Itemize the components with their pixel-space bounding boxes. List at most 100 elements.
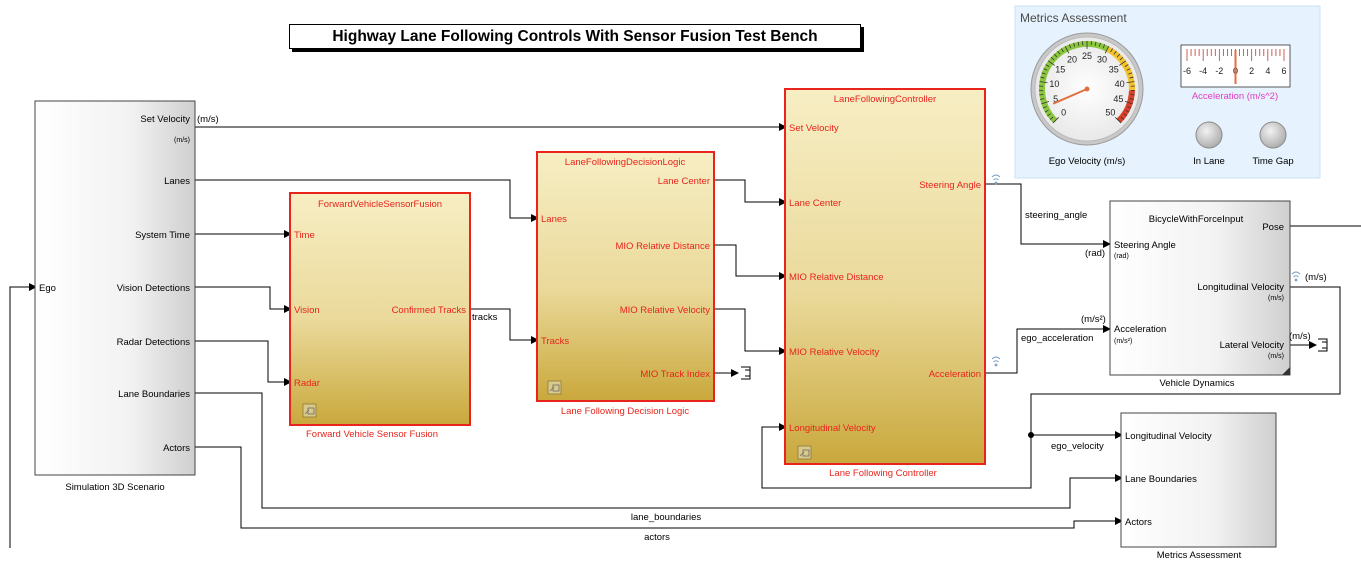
gauge-tick-label: 15 xyxy=(1055,65,1065,75)
gauge-tick xyxy=(1115,117,1122,124)
gauge-tick xyxy=(1123,113,1127,117)
acceleration-gauge[interactable]: -6-4-20246 xyxy=(1180,44,1291,88)
dashboard-title: Metrics Assessment xyxy=(1020,11,1127,25)
controller-block[interactable] xyxy=(784,88,986,465)
gauge-tick xyxy=(1119,56,1124,61)
in-lane-label: In Lane xyxy=(1193,156,1225,167)
wire-acceleration xyxy=(985,328,1104,374)
time-gap-lamp[interactable] xyxy=(1259,121,1287,149)
gauge-tick xyxy=(1127,106,1132,109)
gauge-tick xyxy=(1126,81,1135,84)
fusion-block[interactable] xyxy=(289,192,471,426)
fusion-header: ForwardVehicleSensorFusion xyxy=(318,199,442,210)
gauge-tick-label: 45 xyxy=(1113,94,1123,104)
gauge-tick xyxy=(1124,100,1133,105)
gauge-tick xyxy=(1064,46,1070,54)
scenario-out-actors: Actors xyxy=(163,443,190,454)
gauge-tick xyxy=(1124,64,1129,67)
fusion-block-name: Forward Vehicle Sensor Fusion xyxy=(306,429,438,440)
accel-tick-label: 2 xyxy=(1249,66,1254,76)
gauge-tick-label: 25 xyxy=(1082,51,1092,61)
gauge-tick xyxy=(1043,68,1048,71)
controller-out-steering: Steering Angle xyxy=(919,180,981,191)
gauge-tick xyxy=(1060,48,1064,53)
label-lateral-velocity-unit: (m/s) xyxy=(1289,331,1311,342)
gauge-tick xyxy=(1044,109,1049,113)
scenario-out-set-velocity: Set Velocity xyxy=(140,114,190,125)
diagram-title: Highway Lane Following Controls With Sen… xyxy=(289,24,861,49)
gauge-tick-label: 40 xyxy=(1115,79,1125,89)
wire-tracks xyxy=(470,308,532,341)
terminators xyxy=(741,338,1328,380)
decision-out-mio-distance: MIO Relative Distance xyxy=(615,241,710,252)
scenario-out-set-velocity-unit: (m/s) xyxy=(174,137,190,144)
accel-tick-label: -4 xyxy=(1199,66,1207,76)
dynamics-in-steering: Steering Angle xyxy=(1114,240,1176,251)
model-reference-icon xyxy=(547,380,562,395)
scenario-block[interactable] xyxy=(34,100,196,476)
controller-out-acceleration: Acceleration xyxy=(929,369,981,380)
controller-in-long-velocity: Longitudinal Velocity xyxy=(789,423,876,434)
gauge-needle xyxy=(1052,88,1088,105)
wire-radar xyxy=(195,340,285,383)
dynamics-out-long-velocity-unit: (m/s) xyxy=(1268,295,1284,302)
dynamics-out-lateral-velocity: Lateral Velocity xyxy=(1220,340,1285,351)
dynamics-out-lateral-velocity-unit: (m/s) xyxy=(1268,353,1284,360)
decision-out-lane-center: Lane Center xyxy=(658,176,710,187)
gauge-tick xyxy=(1120,116,1125,120)
dynamics-corner-mark xyxy=(1282,367,1290,375)
fusion-in-time: Time xyxy=(294,230,315,241)
gauge-tick xyxy=(1040,98,1045,100)
gauge-tick xyxy=(1102,44,1106,49)
fusion-out-confirmed-tracks: Confirmed Tracks xyxy=(392,305,467,316)
gauge-tick-label: 20 xyxy=(1067,55,1077,65)
metrics-in-lane-boundaries: Lane Boundaries xyxy=(1125,474,1197,485)
gauge-tick xyxy=(1039,94,1044,96)
gauge-tick xyxy=(1128,72,1133,75)
arrowheads xyxy=(29,123,1317,525)
dynamics-out-pose: Pose xyxy=(1262,222,1284,233)
gauge-tick xyxy=(1126,68,1131,71)
accel-tick-label: -2 xyxy=(1215,66,1223,76)
wire-steering xyxy=(985,183,1104,245)
scenario-out-lane-boundaries: Lane Boundaries xyxy=(118,389,190,400)
metrics-in-actors: Actors xyxy=(1125,517,1152,528)
gauge-tick xyxy=(1110,48,1114,53)
decision-out-mio-velocity: MIO Relative Velocity xyxy=(620,305,711,316)
fusion-in-vision: Vision xyxy=(294,305,320,316)
scenario-out-lanes: Lanes xyxy=(164,176,190,187)
gauge-tick xyxy=(1073,42,1076,47)
gauge-tick-label: 0 xyxy=(1061,107,1066,117)
accel-tick-label: 4 xyxy=(1265,66,1270,76)
terminator-mio-index xyxy=(741,366,751,380)
gauge-tick-label: 50 xyxy=(1105,107,1115,117)
dynamics-in-accel: Acceleration xyxy=(1114,324,1166,335)
decision-in-tracks: Tracks xyxy=(541,336,569,347)
gauge-tick xyxy=(1104,46,1110,54)
metrics-block-name: Metrics Assessment xyxy=(1157,550,1242,561)
time-gap-label: Time Gap xyxy=(1252,156,1293,167)
decision-header: LaneFollowingDecisionLogic xyxy=(565,157,686,168)
label-actors: actors xyxy=(644,532,670,543)
label-steering-angle: steering_angle xyxy=(1025,210,1087,221)
label-accel-unit: (m/s²) xyxy=(1081,314,1106,325)
gauge-tick xyxy=(1053,53,1058,58)
gauge-tick xyxy=(1047,60,1055,66)
controller-block-name: Lane Following Controller xyxy=(829,468,937,479)
gauge-tick xyxy=(1040,76,1045,79)
dynamics-in-accel-unit: (m/s²) xyxy=(1114,338,1132,345)
gauge-tick xyxy=(1098,42,1101,47)
scenario-outputs: Set Velocity (m/s) Lanes System Time Vis… xyxy=(117,114,191,454)
wire-long-velocity xyxy=(761,286,1341,489)
decision-block[interactable] xyxy=(536,151,715,402)
scenario-out-radar: Radar Detections xyxy=(117,337,191,348)
in-lane-lamp[interactable] xyxy=(1195,121,1223,149)
wire-lane-center xyxy=(714,179,780,203)
dynamics-block[interactable] xyxy=(1109,200,1291,376)
wire-vision xyxy=(195,286,285,310)
dynamics-block-name: Vehicle Dynamics xyxy=(1160,378,1235,389)
metrics-block[interactable] xyxy=(1120,412,1277,548)
log-icon-acceleration xyxy=(991,356,1001,367)
